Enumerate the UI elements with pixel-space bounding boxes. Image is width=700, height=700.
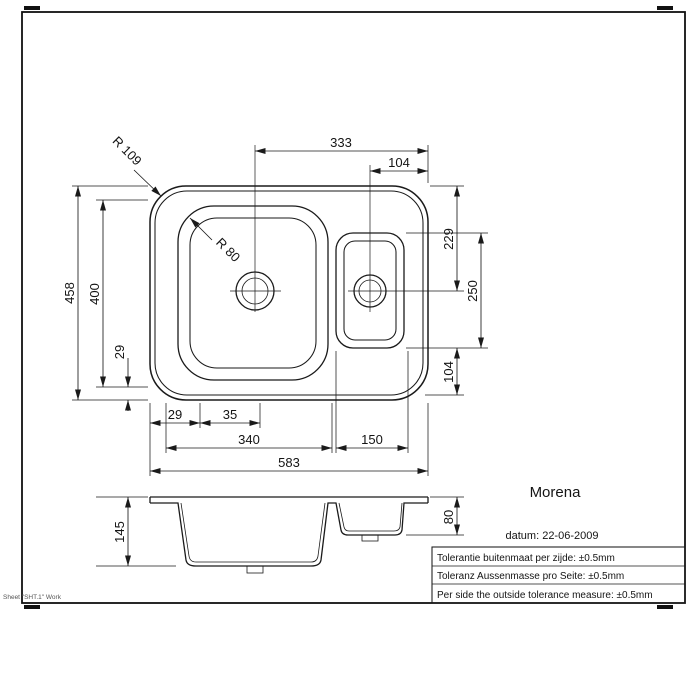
corner-mark-bottom-right <box>657 605 673 609</box>
date-label: datum: 22-06-2009 <box>506 530 599 542</box>
side-bottom-profile <box>150 502 428 567</box>
dim-text-145: 145 <box>112 521 127 543</box>
dim-text-340: 340 <box>238 432 260 447</box>
radius-callout-outer: R 109 <box>110 133 162 197</box>
corner-mark-top-right <box>657 6 673 10</box>
dim-333: 333 <box>255 135 429 183</box>
small-bowl-wall-inner <box>338 502 403 532</box>
radius-callout-bowl: R 80 <box>189 217 243 265</box>
dim-text-29-left: 29 <box>112 345 127 359</box>
dim-145: 145 <box>96 496 176 567</box>
corner-mark-top-left <box>24 6 40 10</box>
dim-458: 458 <box>62 185 148 401</box>
radius-outer-text: R 109 <box>110 133 145 168</box>
dim-bottom-rows: 29 35 340 150 583 <box>149 351 429 476</box>
dim-text-400: 400 <box>87 283 102 305</box>
tolerance-box <box>431 546 686 604</box>
sink-outer-edge <box>149 185 429 401</box>
corner-mark-bottom-left <box>24 605 40 609</box>
dim-text-35: 35 <box>223 407 237 422</box>
small-drain-side <box>361 534 379 542</box>
tolerance-line-de: Toleranz Aussenmasse pro Seite: ±0.5mm <box>437 571 624 582</box>
dim-text-458: 458 <box>62 282 77 304</box>
drawing-border <box>21 11 686 604</box>
dim-29-left: 29 <box>112 345 131 411</box>
dim-400: 400 <box>87 199 148 388</box>
radius-bowl-text: R 80 <box>213 235 243 265</box>
dim-text-80: 80 <box>441 510 456 524</box>
sink-top-view: R 109 R 80 333 104 229 250 <box>62 133 488 476</box>
dim-text-29-bottom: 29 <box>168 407 182 422</box>
large-drain-inner <box>241 277 269 305</box>
large-bowl-top-edge <box>177 205 329 381</box>
large-bowl-bottom-edge <box>189 217 317 369</box>
large-drain-outer <box>235 271 275 311</box>
sink-rim-inner-edge <box>154 190 424 396</box>
tolerance-line-nl: Tolerantie buitenmaat per zijde: ±0.5mm <box>437 553 615 564</box>
sink-side-view: 145 80 <box>96 496 464 574</box>
dim-text-333: 333 <box>330 135 352 150</box>
dim-text-150: 150 <box>361 432 383 447</box>
tolerance-line-en: Per side the outside tolerance measure: … <box>437 590 653 601</box>
leader-line <box>189 217 213 241</box>
dim-229: 229 <box>430 185 464 291</box>
dim-text-229: 229 <box>441 228 456 250</box>
large-bowl-wall-inner <box>180 502 326 563</box>
dim-104-top: 104 <box>370 155 428 174</box>
dim-80: 80 <box>406 496 464 536</box>
product-name: Morena <box>530 484 582 501</box>
sheet-frame <box>21 6 686 609</box>
small-drain-inner <box>358 279 382 303</box>
dim-250: 250 <box>406 232 488 349</box>
large-bowl <box>177 145 329 381</box>
dim-text-583: 583 <box>278 455 300 470</box>
dim-text-250: 250 <box>465 280 480 302</box>
large-drain-side <box>246 565 264 574</box>
title-block: Morena datum: 22-06-2009 Tolerantie buit… <box>431 484 686 604</box>
dim-text-104-right: 104 <box>441 361 456 383</box>
sheet-note: Sheet "SHT.1" Work <box>3 594 62 601</box>
small-bowl <box>335 165 464 349</box>
leader-line <box>133 169 162 197</box>
dim-104-right: 104 <box>425 348 464 396</box>
dim-text-104-top: 104 <box>388 155 410 170</box>
small-drain-outer <box>353 274 387 308</box>
